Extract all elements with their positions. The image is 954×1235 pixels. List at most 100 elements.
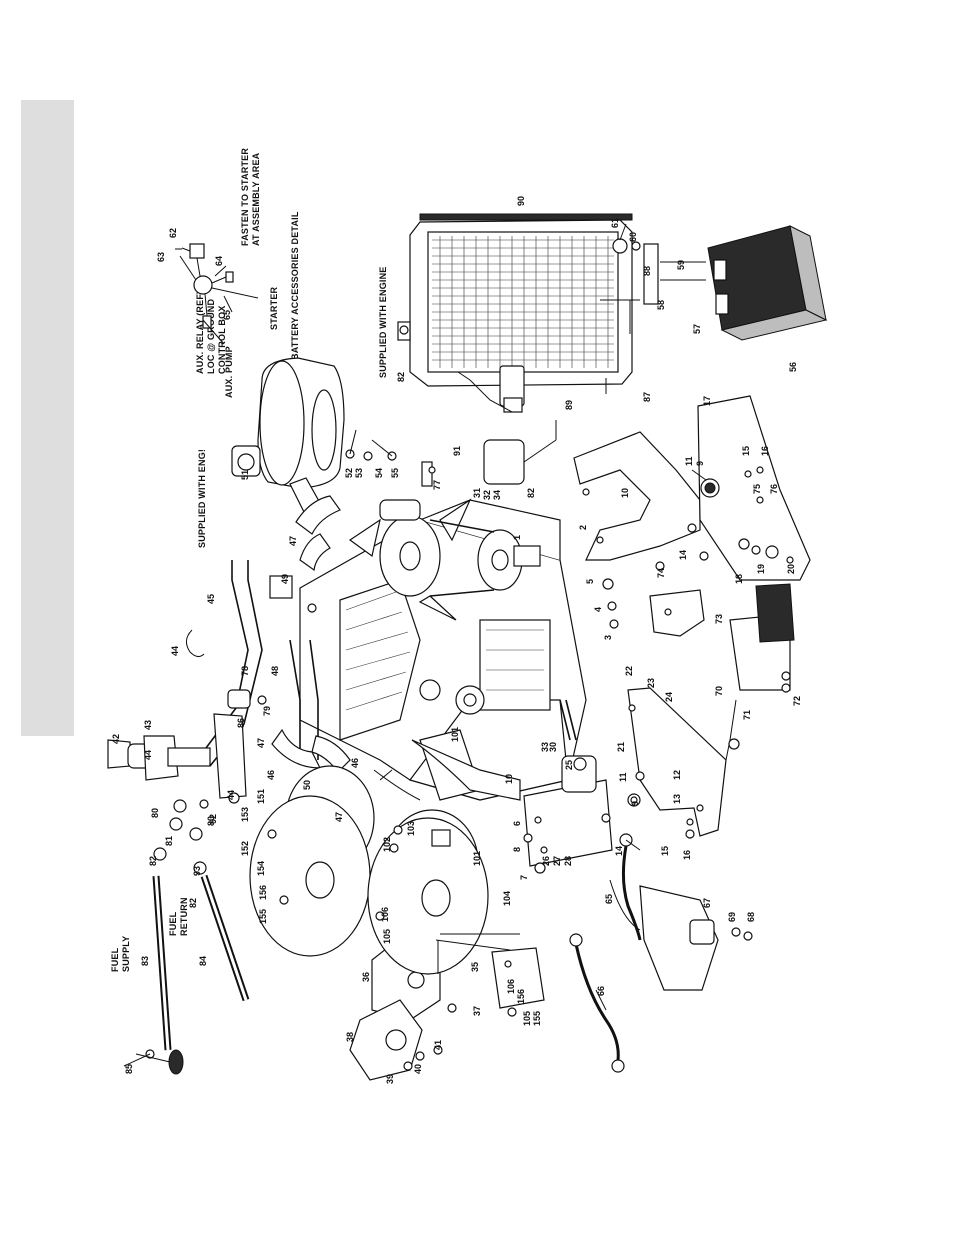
aux-relay-schematic [175,243,259,329]
callout: 37 [472,1006,482,1016]
callout: 41 [433,1040,443,1050]
callout: 90 [516,196,526,206]
callout: 91 [452,446,462,456]
callout: 47 [288,536,298,546]
page-side-tab [21,100,74,736]
note-aux-relay-line2: LOC @ GROUND [206,299,216,374]
callout: 22 [624,666,634,676]
callout: 73 [714,614,724,624]
callout: 72 [792,696,802,706]
callout: 21 [616,742,626,752]
callout: 11 [618,772,628,782]
callout: 82 [396,372,406,382]
callout: 83 [140,956,150,966]
callout: 156 [516,989,526,1004]
callout: 1 [512,535,522,540]
callout: 4 [593,607,603,612]
callout: 78 [240,666,250,676]
callout: 66 [596,986,606,996]
callout: 153 [240,807,250,822]
callout: 80 [150,808,160,818]
callout: 7 [519,875,529,880]
radiator-assembly [397,213,640,413]
callout: 74 [656,568,666,578]
hardware-fasteners [257,466,791,941]
callout: 46 [266,770,276,780]
note-supplied-with-eng: SUPPLIED WITH ENG! [197,449,207,548]
callout: 104 [502,891,512,906]
callout: 28 [563,856,573,866]
note-fasten-line1: FASTEN TO STARTER [240,148,250,246]
callout: 101 [472,851,482,866]
note-fuel-return-line2: RETURN [179,897,189,936]
callout: 35 [470,962,480,972]
callout: 55 [390,468,400,478]
note-fasten-line2: AT ASSEMBLY AREA [251,152,261,246]
callout: 42 [111,734,121,744]
engine-block [271,495,587,801]
note-starter: STARTER [269,286,279,330]
callout: 106 [506,979,516,994]
callout: 89 [564,400,574,410]
callout: 50 [302,780,312,790]
callout: 70 [714,686,724,696]
callout: 32 [482,490,492,500]
pump-bracket [435,939,545,1017]
battery-cables [569,833,642,1073]
callout: 31 [472,488,482,498]
callout: 3 [603,635,613,640]
callout: 39 [385,1074,395,1084]
callout: 40 [413,1064,423,1074]
callout: 47 [256,738,266,748]
callout: 54 [374,468,384,478]
callout: 101 [450,727,460,742]
callout: 48 [270,666,280,676]
callout: 10 [504,774,514,784]
callout: 84 [198,956,208,966]
callout: 44 [226,790,236,800]
callout: 93 [192,866,202,876]
callout: 64 [214,256,224,266]
callout: 103 [406,821,416,836]
exhaust-assembly [107,560,293,804]
callout: 34 [492,490,502,500]
callout: 30 [548,742,558,752]
callout: 15 [741,446,751,456]
callout: 49 [280,574,290,584]
callout: 46 [350,758,360,768]
callout: 53 [354,468,364,478]
callout: 63 [156,252,166,262]
callout: 80 [206,816,216,826]
callout: 8 [512,847,522,852]
note-fuel-supply-line1: FUEL [110,947,120,972]
note-fuel-supply-line2: SUPPLY [121,936,131,972]
note-aux-relay-line1: AUX. RELAY (REF) [195,291,205,374]
note-aux-pump: AUX. PUMP [224,346,234,398]
callout: 44 [170,646,180,656]
callout: 155 [532,1011,542,1026]
canister-assembly [725,583,795,761]
callout: 20 [786,564,796,574]
callout: 15 [660,846,670,856]
callout: 57 [692,324,702,334]
fuel-hoses [145,799,250,1075]
callout: 44 [143,750,153,760]
callout: 155 [258,909,268,924]
callout: 47 [334,812,344,822]
callout: 18 [734,574,744,584]
callout: 61 [610,218,620,228]
callout: 88 [642,266,652,276]
callout: 16 [760,446,770,456]
part-callouts: 1 2 3 4 5 6 7 8 9 9 10 10 11 11 12 13 14… [111,196,802,1084]
callout: 65 [222,310,232,320]
battery-assembly [612,225,828,341]
note-fuel-return-line1: FUEL [168,911,178,936]
callout: 33 [540,742,550,752]
callout: 71 [742,710,752,720]
callout: 56 [788,362,798,372]
callout: 59 [676,260,686,270]
callout: 43 [143,720,153,730]
callout: 9 [695,461,705,466]
